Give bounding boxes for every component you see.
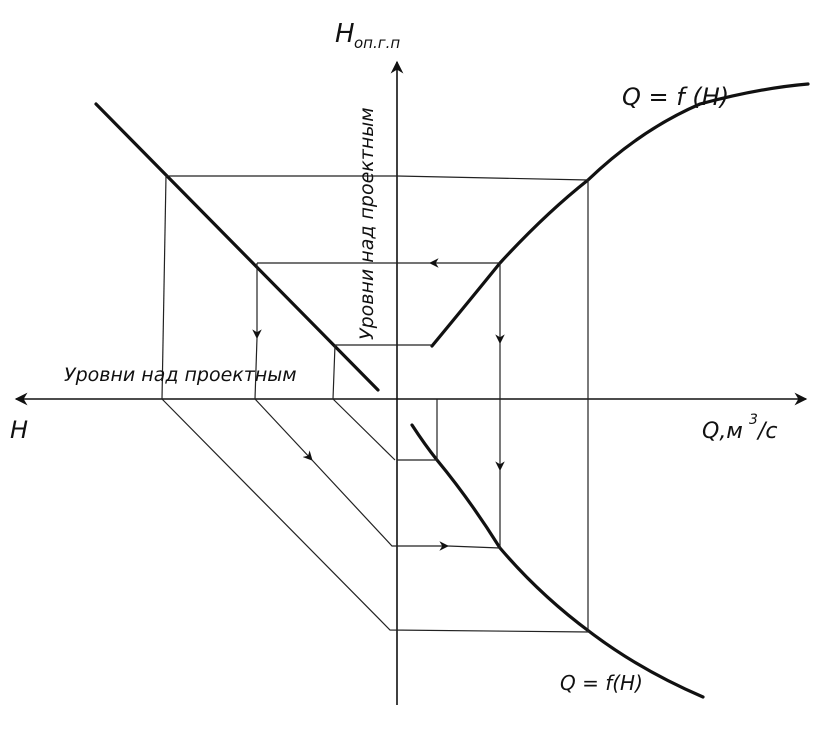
down-left-continue bbox=[254, 337, 258, 400]
projection-rect-outer-upper bbox=[166, 175, 589, 632]
arrow-diag-middle bbox=[254, 398, 313, 461]
x-axis-right-superscript: 3 bbox=[749, 412, 758, 428]
diagonal-projection-outer bbox=[161, 398, 591, 633]
levels-horizontal-label: Уровни над проектным bbox=[64, 364, 297, 386]
x-axis-left-label: H bbox=[10, 416, 28, 444]
y-axis-subscript: оп.г.п bbox=[354, 34, 400, 52]
curve-q-lower bbox=[410, 423, 705, 699]
curve-q-upper bbox=[430, 82, 810, 348]
diagonal-level-line bbox=[94, 102, 380, 392]
bottom-middle-continue bbox=[447, 545, 501, 549]
x-axis-right-tail: /с bbox=[756, 419, 778, 444]
curve-upper-label: Q = f (H) bbox=[622, 83, 729, 111]
diagonal-projection-inner bbox=[332, 398, 396, 461]
levels-vertical-label: Уровни над проектным bbox=[356, 107, 378, 340]
y-axis-label: H bbox=[335, 19, 355, 49]
diagonal-projection-middle bbox=[311, 459, 425, 547]
projection-rect-inner bbox=[332, 344, 438, 461]
projection-left-outer bbox=[161, 175, 167, 400]
curve-lower-label: Q = f(H) bbox=[560, 671, 643, 695]
x-axis-right-label: Q,м bbox=[702, 419, 743, 444]
